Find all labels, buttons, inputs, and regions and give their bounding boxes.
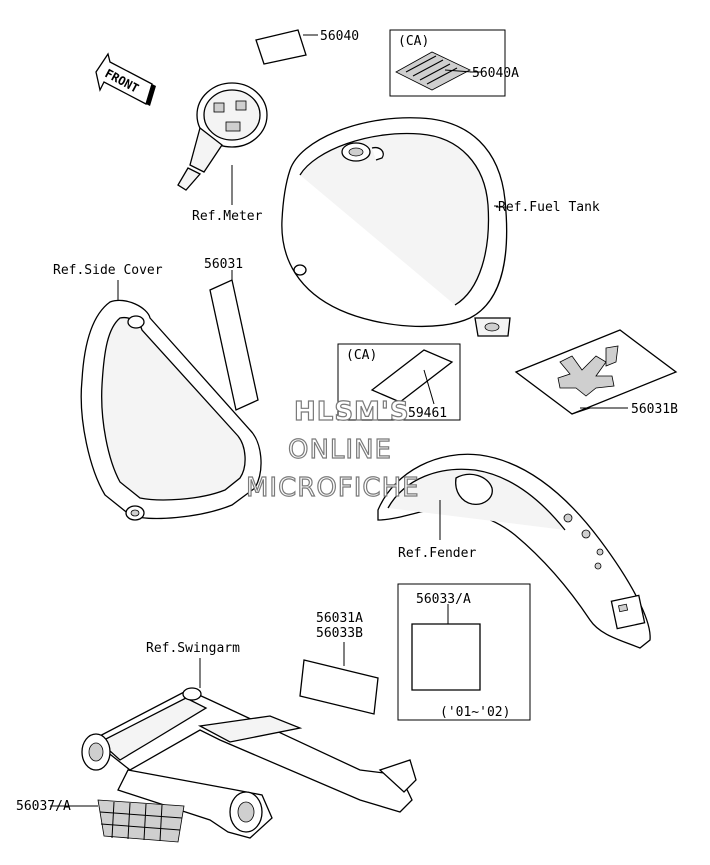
swingarm — [81, 658, 417, 839]
decal-56031 — [209, 270, 259, 411]
label-ref-side-cover: Ref.Side Cover — [53, 263, 163, 278]
ca-box-56040a — [389, 29, 506, 97]
front-arrow — [95, 52, 156, 106]
decal-56031b — [514, 329, 678, 415]
watermark-line1: HLSM'S — [294, 397, 410, 427]
decal-56031a — [299, 642, 379, 715]
label-56031a: 56031A — [316, 611, 363, 626]
label-56033b: 56033B — [316, 626, 363, 641]
decal-56040 — [255, 29, 318, 65]
label-ref-fender: Ref.Fender — [398, 546, 476, 561]
label-ca-top: (CA) — [398, 34, 429, 49]
leader-lines — [444, 69, 628, 409]
label-ref-fuel-tank: Ref.Fuel Tank — [498, 200, 600, 215]
label-56040a: 56040A — [472, 66, 519, 81]
box-56033a — [397, 583, 531, 721]
label-years: ('01~'02) — [440, 705, 510, 720]
label-56033a: 56033/A — [416, 592, 471, 607]
watermark-line2: ONLINE — [288, 435, 392, 465]
side-cover — [80, 280, 262, 521]
label-ca-mid: (CA) — [346, 348, 377, 363]
fuel-tank — [281, 117, 511, 337]
label-56040: 56040 — [320, 29, 359, 44]
label-ref-meter: Ref.Meter — [192, 209, 263, 224]
decal-56037a — [50, 799, 185, 843]
ca-box-59461 — [337, 343, 461, 421]
watermark-line3: MICROFICHE — [246, 473, 420, 503]
label-56037a: 56037/A — [16, 799, 71, 814]
meter — [177, 82, 268, 205]
label-56031: 56031 — [204, 257, 243, 272]
label-59461: 59461 — [408, 406, 447, 421]
fender — [377, 453, 651, 649]
label-ref-swingarm: Ref.Swingarm — [146, 641, 240, 656]
label-56031b: 56031B — [631, 402, 678, 417]
